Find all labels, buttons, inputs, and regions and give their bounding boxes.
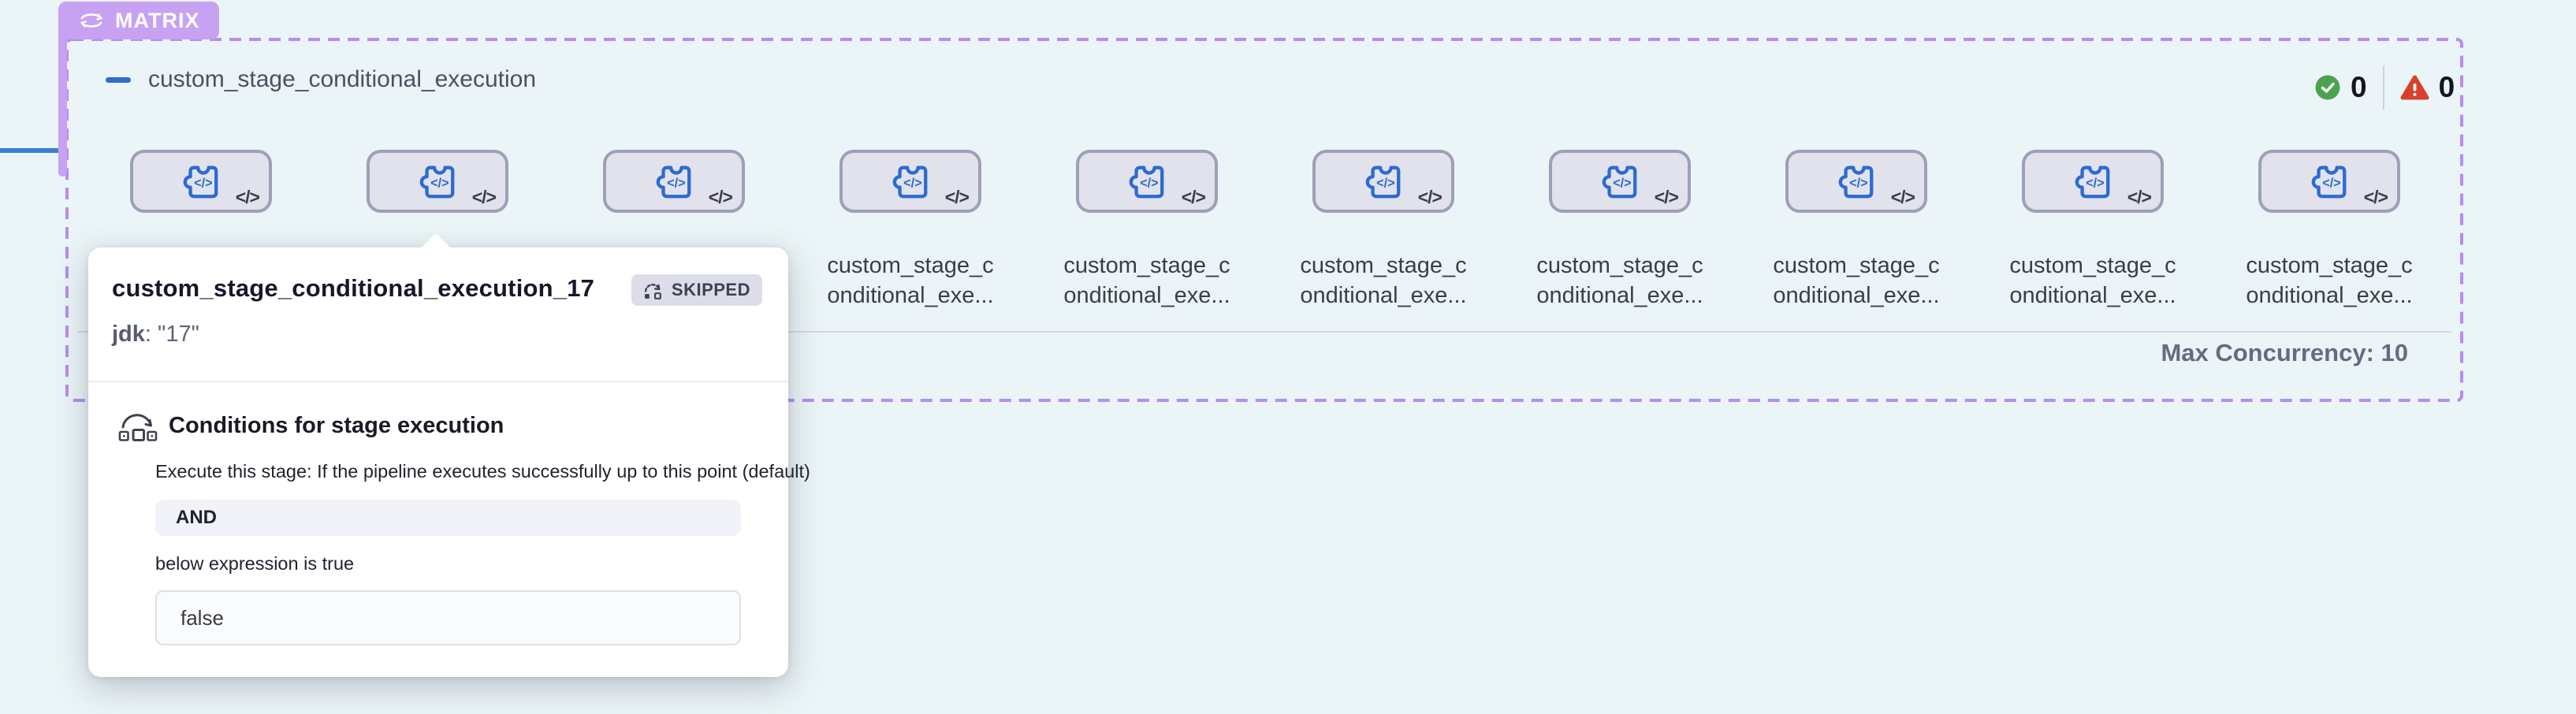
status-badge-label: SKIPPED (671, 280, 750, 299)
svg-text:</>: </> (1140, 177, 1159, 191)
stage-card[interactable]: </> </> (1076, 150, 1218, 213)
stage-param: jdk: "17" (88, 322, 788, 348)
custom-stage-icon: </> (1365, 165, 1401, 199)
stage-card[interactable]: </> </> (603, 150, 745, 213)
collapse-icon[interactable] (106, 76, 131, 83)
svg-text:</>: </> (2322, 177, 2341, 191)
warning-count: 0 (2438, 71, 2455, 103)
stage-card[interactable]: </> </> (367, 150, 508, 213)
stage-card[interactable]: </> </> (2258, 150, 2400, 213)
stage-card[interactable]: </> </> (2022, 150, 2164, 213)
warning-icon (2400, 75, 2429, 100)
code-icon: </> (708, 187, 733, 207)
matrix-badge-tail (58, 35, 67, 177)
footer-divider (77, 331, 2451, 333)
stage-card[interactable]: </> </> (130, 150, 272, 213)
code-icon: </> (2127, 187, 2152, 207)
skip-icon (644, 283, 661, 299)
success-count: 0 (2351, 71, 2367, 103)
conditions-section: Conditions for stage execution Execute t… (88, 389, 810, 645)
matrix-group-border (65, 38, 2463, 402)
custom-stage-icon: </> (892, 165, 928, 199)
status-badge: SKIPPED (631, 274, 762, 306)
tooltip-header: custom_stage_conditional_execution_17 SK… (88, 274, 788, 306)
code-icon: </> (1890, 187, 1915, 207)
conditions-default-text: Execute this stage: If the pipeline exec… (155, 461, 810, 482)
param-value: : "17" (144, 322, 199, 347)
code-icon: </> (1181, 187, 1206, 207)
svg-text:</>: </> (1613, 177, 1632, 191)
stage-card-wrap: </> </> (351, 150, 524, 311)
max-concurrency-label: Max Concurrency: 10 (2161, 339, 2408, 366)
custom-stage-icon: </> (2311, 165, 2347, 199)
stage-card-wrap: </> </> (587, 150, 761, 311)
stage-card[interactable]: </> </> (1312, 150, 1454, 213)
param-key: jdk (112, 322, 145, 347)
matrix-badge: MATRIX (58, 2, 219, 39)
code-icon: </> (1654, 187, 1679, 207)
tooltip-stage-title: custom_stage_conditional_execution_17 (112, 274, 595, 302)
counts-divider (2382, 65, 2384, 110)
stage-card[interactable]: </> </> (1549, 150, 1691, 213)
matrix-group-header: custom_stage_conditional_execution (106, 66, 536, 93)
custom-stage-icon: </> (656, 165, 691, 199)
code-icon: </> (471, 187, 497, 207)
pipeline-connector-line (0, 148, 61, 153)
custom-stage-icon: </> (2075, 165, 2110, 199)
stage-card-wrap: </> </> (114, 150, 288, 311)
svg-text:</>: </> (1849, 177, 1868, 191)
svg-text:</>: </> (2086, 177, 2105, 191)
code-icon: </> (235, 187, 260, 207)
conditions-expression-box: false (155, 590, 741, 645)
code-icon: </> (2363, 187, 2388, 207)
conditions-caption: below expression is true (155, 553, 355, 574)
stage-tooltip: custom_stage_conditional_execution_17 SK… (88, 232, 810, 677)
status-counts: 0 0 (2314, 65, 2455, 110)
matrix-badge-label: MATRIX (115, 8, 200, 32)
tooltip-divider (88, 381, 788, 382)
loop-strategy-icon (80, 13, 102, 28)
custom-stage-icon: </> (1129, 165, 1164, 199)
stage-card[interactable]: </> </> (839, 150, 981, 213)
stage-card[interactable]: </> </> (1785, 150, 1927, 213)
code-icon: </> (1417, 187, 1442, 207)
success-icon (2315, 75, 2340, 100)
conditions-operator-chip: AND (155, 500, 741, 536)
svg-text:</>: </> (194, 177, 213, 191)
custom-stage-icon: </> (1602, 165, 1637, 199)
matrix-group-title: custom_stage_conditional_execution (148, 66, 536, 92)
conditions-heading: Conditions for stage execution (169, 412, 504, 438)
matrix-stage-row: </> </> </> </> </> </> (114, 150, 2416, 311)
svg-text:</>: </> (667, 177, 686, 191)
custom-stage-icon: </> (419, 165, 455, 199)
svg-text:</>: </> (903, 177, 922, 191)
conditional-execution-icon (118, 414, 158, 441)
svg-text:</>: </> (1376, 177, 1395, 191)
svg-text:</>: </> (430, 177, 449, 191)
custom-stage-icon: </> (1838, 165, 1874, 199)
custom-stage-icon: </> (183, 165, 218, 199)
code-icon: </> (944, 187, 970, 207)
